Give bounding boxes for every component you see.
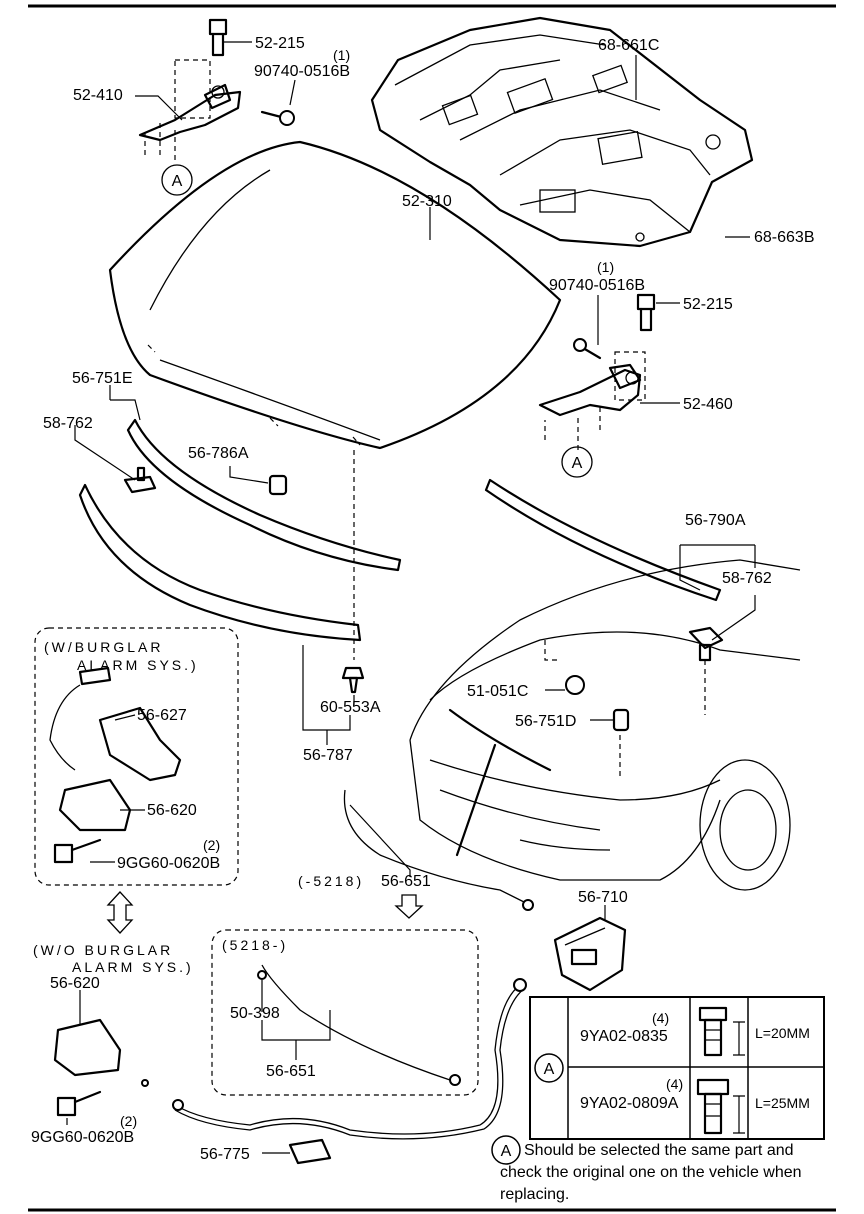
- table-row2-length: L=25MM: [755, 1095, 810, 1111]
- label-56-651-top: 56-651: [381, 873, 431, 890]
- hood-latch-56-710: [553, 916, 627, 992]
- swap-arrow-vertical: [106, 891, 134, 934]
- bolt-icon-20mm: [698, 1006, 745, 1057]
- callout-a-top-text: A: [172, 173, 183, 190]
- label-56-651-box: 56-651: [266, 1063, 316, 1080]
- label-5218-box: (5218-): [222, 937, 288, 953]
- callout-a-top: A: [161, 164, 193, 196]
- label-52-410: 52-410: [73, 87, 123, 104]
- replacement-note: Should be selected the same part and che…: [500, 1140, 830, 1206]
- clip-58-762-left: [123, 466, 157, 494]
- label-5218-prefix: (-5218): [298, 873, 364, 889]
- car-front-outline: [409, 559, 801, 891]
- table-row1-length: L=20MM: [755, 1025, 810, 1041]
- clip-60-553a: [341, 666, 365, 694]
- label-56-620-lower: 56-620: [50, 975, 100, 992]
- burglar-alarm-box: [34, 627, 239, 886]
- label-9gg60-0620b-box: 9GG60-0620B: [117, 855, 220, 872]
- label-without-burglar-1: (W/O BURGLAR: [33, 942, 173, 958]
- label-56-775: 56-775: [200, 1146, 250, 1163]
- label-56-751e: 56-751E: [72, 370, 133, 387]
- hood-seal-lower-56-787: [78, 483, 362, 642]
- cable-56-651-upper: [343, 789, 534, 911]
- hinge-right: [538, 293, 656, 450]
- label-without-burglar-2: ALARM SYS.): [72, 959, 194, 975]
- label-56-751d: 56-751D: [515, 713, 576, 730]
- hood-seal-upper: [126, 418, 402, 572]
- clip-58-762-right: [688, 626, 724, 662]
- label-with-burglar-1: (W/BURGLAR: [44, 639, 163, 655]
- label-9gg60-0620b-lower: 9GG60-0620B: [31, 1129, 134, 1146]
- release-cable-56-775: [141, 978, 527, 1140]
- label-56-786a: 56-786A: [188, 445, 249, 462]
- note-circle-label: A: [501, 1143, 512, 1160]
- label-56-620-box: 56-620: [147, 802, 197, 819]
- label-58-762-right: 58-762: [722, 570, 772, 587]
- hinge-left: [138, 18, 295, 160]
- table-row1-qty: (4): [652, 1010, 669, 1026]
- bumper-56-786a: [268, 474, 288, 496]
- label-56-710: 56-710: [578, 889, 628, 906]
- label-56-790a: 56-790A: [685, 512, 746, 529]
- label-52-215-top: 52-215: [255, 35, 305, 52]
- cable-clip-56-775: [288, 1138, 332, 1165]
- leader-lines: [66, 41, 756, 1154]
- label-52-215-mid: 52-215: [683, 296, 733, 313]
- cable-5218-box: [211, 929, 479, 1096]
- label-52-460: 52-460: [683, 396, 733, 413]
- hood-insulator: [370, 16, 754, 248]
- table-circle-label: A: [544, 1061, 555, 1078]
- label-51-051c: 51-051C: [467, 683, 528, 700]
- label-qty-1-top: (1): [333, 47, 350, 63]
- down-arrow: [394, 894, 424, 919]
- bolt-spec-table: A (4) 9YA02-0835 L=20MM (4) 9YA02-0809A …: [529, 996, 825, 1140]
- label-qty-1-mid: (1): [597, 259, 614, 275]
- bumper-56-751d: [612, 708, 630, 732]
- note-callout-a: A: [491, 1135, 521, 1165]
- label-58-762-left: 58-762: [43, 415, 93, 432]
- bolt-icon-25mm: [696, 1078, 745, 1135]
- label-qty-2-lower: (2): [120, 1113, 137, 1129]
- table-row1-part: 9YA02-0835: [580, 1028, 668, 1045]
- label-56-787: 56-787: [303, 747, 353, 764]
- label-60-553a: 60-553A: [320, 699, 381, 716]
- callout-a-right-text: A: [572, 455, 583, 472]
- table-row2-part: 9YA02-0809A: [580, 1095, 679, 1112]
- hood-panel: [108, 140, 562, 450]
- replacement-note-text: Should be selected the same part and che…: [500, 1142, 802, 1203]
- hood-seal-right-56-790a: [484, 478, 722, 602]
- label-68-661c: 68-661C: [598, 37, 659, 54]
- callout-a-right: A: [561, 446, 593, 478]
- label-68-663b: 68-663B: [754, 229, 815, 246]
- label-90740-0516b-top: 90740-0516B: [254, 63, 350, 80]
- latch-56-620-lower: [53, 1018, 122, 1117]
- label-qty-2-box: (2): [203, 837, 220, 853]
- label-with-burglar-2: ALARM SYS.): [77, 657, 199, 673]
- label-50-398: 50-398: [230, 1005, 280, 1022]
- label-52-310: 52-310: [402, 193, 452, 210]
- label-90740-0516b-mid: 90740-0516B: [549, 277, 645, 294]
- label-56-627: 56-627: [137, 707, 187, 724]
- table-row2-qty: (4): [666, 1076, 683, 1092]
- plug-51-051c: [565, 675, 585, 695]
